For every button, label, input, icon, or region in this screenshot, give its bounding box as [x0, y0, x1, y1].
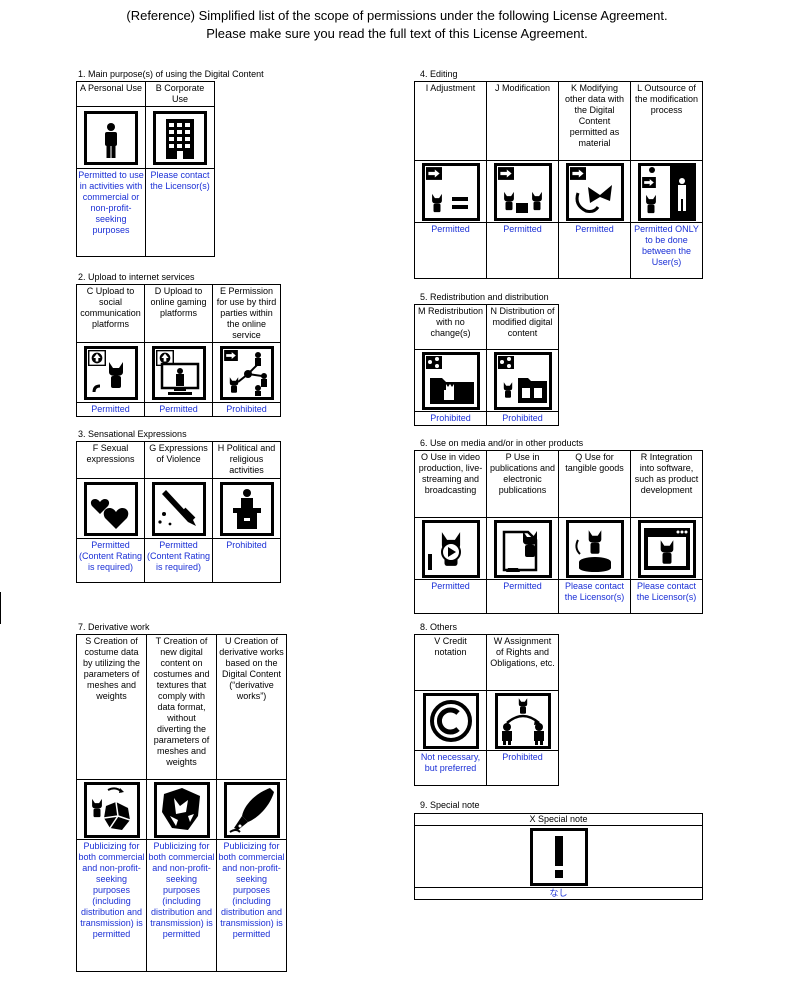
page-header: (Reference) Simplified list of the scope… — [0, 7, 794, 43]
status-k: Permitted — [575, 224, 614, 234]
label-x-special-note: X Special note — [529, 814, 588, 825]
third-party-share-icon — [219, 345, 274, 400]
section-1-table: A Personal Use B Corporate Use — [76, 81, 215, 257]
distribute-modified-icon — [493, 351, 552, 410]
costume-texture-icon — [153, 781, 210, 838]
section-3-table: F Sexual expressions G Expressions of Vi… — [76, 441, 281, 583]
label-p-publications: P Use in publications and electronic pub… — [489, 452, 556, 495]
section-4-table: I Adjustment J Modification K Modifying … — [414, 81, 703, 279]
redistribute-icon — [421, 351, 480, 410]
label-s-costume-mesh: S Creation of costume data by utilizing … — [82, 636, 141, 701]
status-j: Permitted — [503, 224, 542, 234]
label-m-redistribution: M Redistribution with no change(s) — [417, 306, 484, 338]
modify-icon — [493, 162, 552, 221]
status-v: Not necessary, but preferred — [420, 752, 481, 773]
costume-mesh-icon — [83, 781, 140, 838]
header-line-2: Please make sure you read the full text … — [206, 26, 588, 41]
building-icon — [153, 110, 207, 165]
label-u-derivative-works: U Creation of derivative works based on … — [219, 636, 284, 701]
label-t-costume-texture: T Creation of new digital content on cos… — [153, 636, 210, 767]
status-s: Publicizing for both commercial and non-… — [78, 841, 145, 939]
label-f-sexual: F Sexual expressions — [86, 443, 135, 464]
upload-gaming-icon — [151, 345, 206, 400]
copyright-icon — [422, 692, 479, 749]
status-e: Prohibited — [226, 404, 267, 414]
status-m: Prohibited — [430, 413, 471, 423]
figure-goods-icon — [565, 519, 624, 578]
status-x: なし — [549, 888, 568, 899]
label-j-modification: J Modification — [494, 83, 551, 93]
status-u: Publicizing for both commercial and non-… — [218, 841, 285, 939]
knife-icon — [151, 481, 206, 536]
section-3-title: 3. Sensational Expressions — [78, 429, 187, 439]
label-g-violence: G Expressions of Violence — [149, 443, 208, 464]
label-a-personal-use: A Personal Use — [79, 83, 143, 93]
status-t: Publicizing for both commercial and non-… — [148, 841, 215, 939]
upload-social-icon — [83, 345, 138, 400]
label-w-assignment: W Assignment of Rights and Obligations, … — [490, 636, 555, 668]
section-6-table: O Use in video production, live-streamin… — [414, 450, 703, 614]
pen-nib-icon — [223, 781, 280, 838]
icon-cell-a — [76, 106, 146, 169]
section-2-table: C Upload to social communication platfor… — [76, 284, 281, 417]
status-r: Please contact the Licensor(s) — [636, 581, 697, 602]
assignment-icon — [494, 692, 551, 749]
label-b-corporate-use: B Corporate Use — [155, 83, 205, 104]
section-6-title: 6. Use on media and/or in other products — [420, 438, 584, 448]
label-v-credit: V Credit notation — [434, 636, 467, 657]
section-5-table: M Redistribution with no change(s) N Dis… — [414, 304, 559, 426]
section-4-title: 4. Editing — [420, 69, 458, 79]
person-icon — [84, 110, 138, 165]
label-o-video: O Use in video production, live-streamin… — [418, 452, 483, 495]
icon-cell-b — [145, 106, 215, 169]
label-d-upload-gaming: D Upload to online gaming platforms — [150, 286, 207, 318]
label-l-outsource: L Outsource of the modification process — [634, 83, 699, 115]
status-b: Please contact the Licensor(s) — [150, 170, 210, 191]
status-l: Permitted ONLY to be done between the Us… — [634, 224, 699, 267]
section-9-table: X Special note なし — [414, 813, 703, 900]
section-1-title: 1. Main purpose(s) of using the Digital … — [78, 69, 264, 79]
adjust-icon — [421, 162, 480, 221]
outsource-icon — [637, 162, 696, 221]
status-q: Please contact the Licensor(s) — [564, 581, 625, 602]
label-i-adjustment: I Adjustment — [425, 83, 476, 93]
status-g: Permitted (Content Rating is required) — [146, 540, 211, 572]
exclamation-icon — [529, 827, 588, 886]
label-n-distribution-modified: N Distribution of modified digital conte… — [490, 306, 555, 338]
label-e-third-parties: E Permission for use by third parties wi… — [216, 286, 277, 340]
section-8-title: 8. Others — [420, 622, 458, 632]
label-k-modifying-other: K Modifying other data with the Digital … — [564, 83, 625, 148]
section-5-title: 5. Redistribution and distribution — [420, 292, 549, 302]
status-h: Prohibited — [226, 540, 267, 550]
status-d: Permitted — [159, 404, 198, 414]
status-f: Permitted (Content Rating is required) — [78, 540, 143, 572]
status-i: Permitted — [431, 224, 470, 234]
section-8-table: V Credit notation W Assignment of Rights… — [414, 634, 559, 786]
modify-material-icon — [565, 162, 624, 221]
status-o: Permitted — [431, 581, 470, 591]
page-edge-line — [0, 592, 1, 624]
hearts-icon — [83, 481, 138, 536]
label-r-software: R Integration into software, such as pro… — [634, 452, 699, 495]
status-w: Prohibited — [502, 752, 543, 762]
header-line-1: (Reference) Simplified list of the scope… — [126, 8, 668, 23]
software-window-icon — [637, 519, 696, 578]
label-c-upload-social: C Upload to social communication platfor… — [80, 286, 141, 329]
label-h-political: H Political and religious activities — [217, 443, 276, 475]
status-c: Permitted — [91, 404, 130, 414]
section-7-title: 7. Derivative work — [78, 622, 150, 632]
publication-icon — [493, 519, 552, 578]
status-p: Permitted — [503, 581, 542, 591]
status-n: Prohibited — [502, 413, 543, 423]
section-9-title: 9. Special note — [420, 800, 480, 810]
section-2-title: 2. Upload to internet services — [78, 272, 195, 282]
label-q-tangible-goods: Q Use for tangible goods — [565, 452, 624, 473]
status-a: Permitted to use in activities with comm… — [78, 170, 144, 235]
section-7-table: S Creation of costume data by utilizing … — [76, 634, 287, 972]
podium-icon — [219, 481, 274, 536]
video-icon — [421, 519, 480, 578]
